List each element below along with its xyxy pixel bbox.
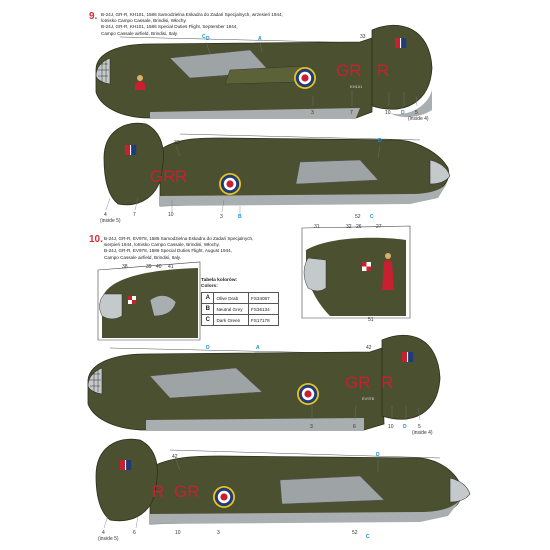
callout-label: C xyxy=(370,214,374,220)
color-letter: B xyxy=(200,303,215,315)
color-name: Dark Green xyxy=(213,314,250,326)
code-letters-gr-right: GR xyxy=(150,167,176,186)
callout-label: A xyxy=(256,345,260,351)
callout-label: 32 xyxy=(346,224,352,230)
profile-9-right-view: GR R xyxy=(103,122,451,207)
callout-label: 26 xyxy=(356,224,362,230)
color-code: FS17178 xyxy=(248,314,279,326)
code-letter-r-right: R xyxy=(175,167,187,186)
color-table-title-pl: Tabela kolorów: xyxy=(201,278,238,283)
callout-label: 31 xyxy=(314,224,320,230)
callout-label: 4 xyxy=(102,530,105,536)
callout-label: 27 xyxy=(376,224,382,230)
callout-label: (inside 4) xyxy=(412,430,433,436)
callout-leaders xyxy=(103,41,421,529)
callout-label: 40 xyxy=(156,264,162,270)
profile-number-10: 10. xyxy=(89,234,103,245)
code-letter-r-10: R xyxy=(381,373,393,392)
profile-10-left-view: GR R EV978 xyxy=(87,334,441,431)
callout-label: 5 xyxy=(415,110,418,116)
callout-label: 10 xyxy=(388,424,394,430)
code-letters-gr-10-right: GR xyxy=(174,482,200,501)
caption-pl-line: sierpień 1944, lotnisko Campo Cassale, B… xyxy=(104,242,220,248)
caption-pl-line: B-24J, GR-R, KH101, 1586 Samodzielna Esk… xyxy=(101,12,283,17)
callout-label: B xyxy=(238,214,242,220)
callout-label: 7 xyxy=(350,110,353,116)
callout-label: 39 xyxy=(146,264,152,270)
color-letter: A xyxy=(200,292,215,304)
callout-label: 33 xyxy=(174,140,180,146)
callout-label: 33 xyxy=(360,34,366,40)
callout-label: D xyxy=(401,110,405,116)
caption-en-line: B-24J, GR-R, EV978, 1586 Special Duties … xyxy=(104,248,232,254)
table-row: C Dark Green FS17178 xyxy=(200,314,279,326)
callout-label: 6 xyxy=(353,424,356,430)
serial-stencil-10: EV978 xyxy=(362,396,375,401)
callout-label: (inside 4) xyxy=(408,116,429,122)
callout-label: 4 xyxy=(104,212,107,218)
callout-label: 7 xyxy=(133,212,136,218)
color-letter: C xyxy=(200,314,215,326)
color-code: FS36134 xyxy=(248,303,279,315)
callout-label: 3 xyxy=(310,424,313,430)
callout-label: A xyxy=(258,36,262,42)
profile-9-caption: B-24J, GR-R, KH101, 1586 Samodzielna Esk… xyxy=(101,12,283,37)
profile-10-caption: B-24J, GR-R, EV978, 1586 Samodzielna Esk… xyxy=(104,236,253,261)
code-letters-gr-10: GR xyxy=(345,373,371,392)
table-row: A Olive Drab FS34087 xyxy=(200,292,279,304)
callout-label: D xyxy=(378,138,382,144)
callout-label: 5 xyxy=(418,424,421,430)
callout-label: 51 xyxy=(368,317,374,323)
color-code: FS34087 xyxy=(248,292,279,304)
profile-number-9: 9. xyxy=(89,11,98,22)
caption-en-line: B-24J, GR-R, KH101, 1586 Special Duties … xyxy=(101,24,238,30)
callout-label: 3 xyxy=(311,110,314,116)
callout-label: D xyxy=(206,36,210,42)
caption-en-line: Campo Cassale airfield, Brindisi, Italy. xyxy=(104,254,182,260)
code-letters-gr: GR xyxy=(336,61,362,80)
callout-label: (inside 5) xyxy=(100,218,121,224)
nose-detail-left xyxy=(97,261,201,341)
callout-label: 52 xyxy=(355,214,361,220)
profile-9-left-view: GR R KH101 xyxy=(95,24,433,119)
callout-label: D xyxy=(403,424,407,430)
callout-label: 52 xyxy=(352,530,358,536)
callout-label: 42 xyxy=(366,345,372,351)
profile-10-right-view: R GR xyxy=(95,438,471,525)
caption-en-line: Campo Cassale airfield, Brindisi, Italy. xyxy=(101,30,179,36)
caption-pl-line: lotnisko Campo Cassale, Brindisi, Włochy… xyxy=(101,18,187,24)
serial-stencil: KH101 xyxy=(350,84,363,89)
table-row: B Neutral Grey FS36134 xyxy=(200,303,279,315)
callout-label: C xyxy=(366,534,370,540)
callout-label: D xyxy=(206,345,210,351)
callout-label: D xyxy=(376,452,380,458)
color-name: Neutral Grey xyxy=(213,303,250,315)
caption-pl-line: B-24J, GR-R, EV978, 1586 Samodzielna Esk… xyxy=(104,236,254,241)
callout-label: 10 xyxy=(168,212,174,218)
callout-label: 42 xyxy=(172,454,178,460)
color-table-grid: A Olive Drab FS34087 B Neutral Grey FS36… xyxy=(200,292,279,326)
color-table: Tabela kolorów: Colors: A Olive Drab FS3… xyxy=(200,278,279,326)
callout-label: C xyxy=(202,34,206,40)
color-name: Olive Drab xyxy=(213,292,250,304)
callout-label: 6 xyxy=(133,530,136,536)
nose-detail-right xyxy=(301,225,411,319)
callout-label: 3 xyxy=(217,530,220,536)
callout-label: 10 xyxy=(385,110,391,116)
callout-label: 10 xyxy=(175,530,181,536)
code-letter-r: R xyxy=(377,61,389,80)
color-table-title-en: Colors: xyxy=(201,284,218,289)
callout-label: 3 xyxy=(220,214,223,220)
callout-label: 38 xyxy=(122,264,128,270)
callout-label: 41 xyxy=(168,264,174,270)
code-letter-r-10-right: R xyxy=(152,482,164,501)
callout-label: (inside 5) xyxy=(98,536,119,542)
